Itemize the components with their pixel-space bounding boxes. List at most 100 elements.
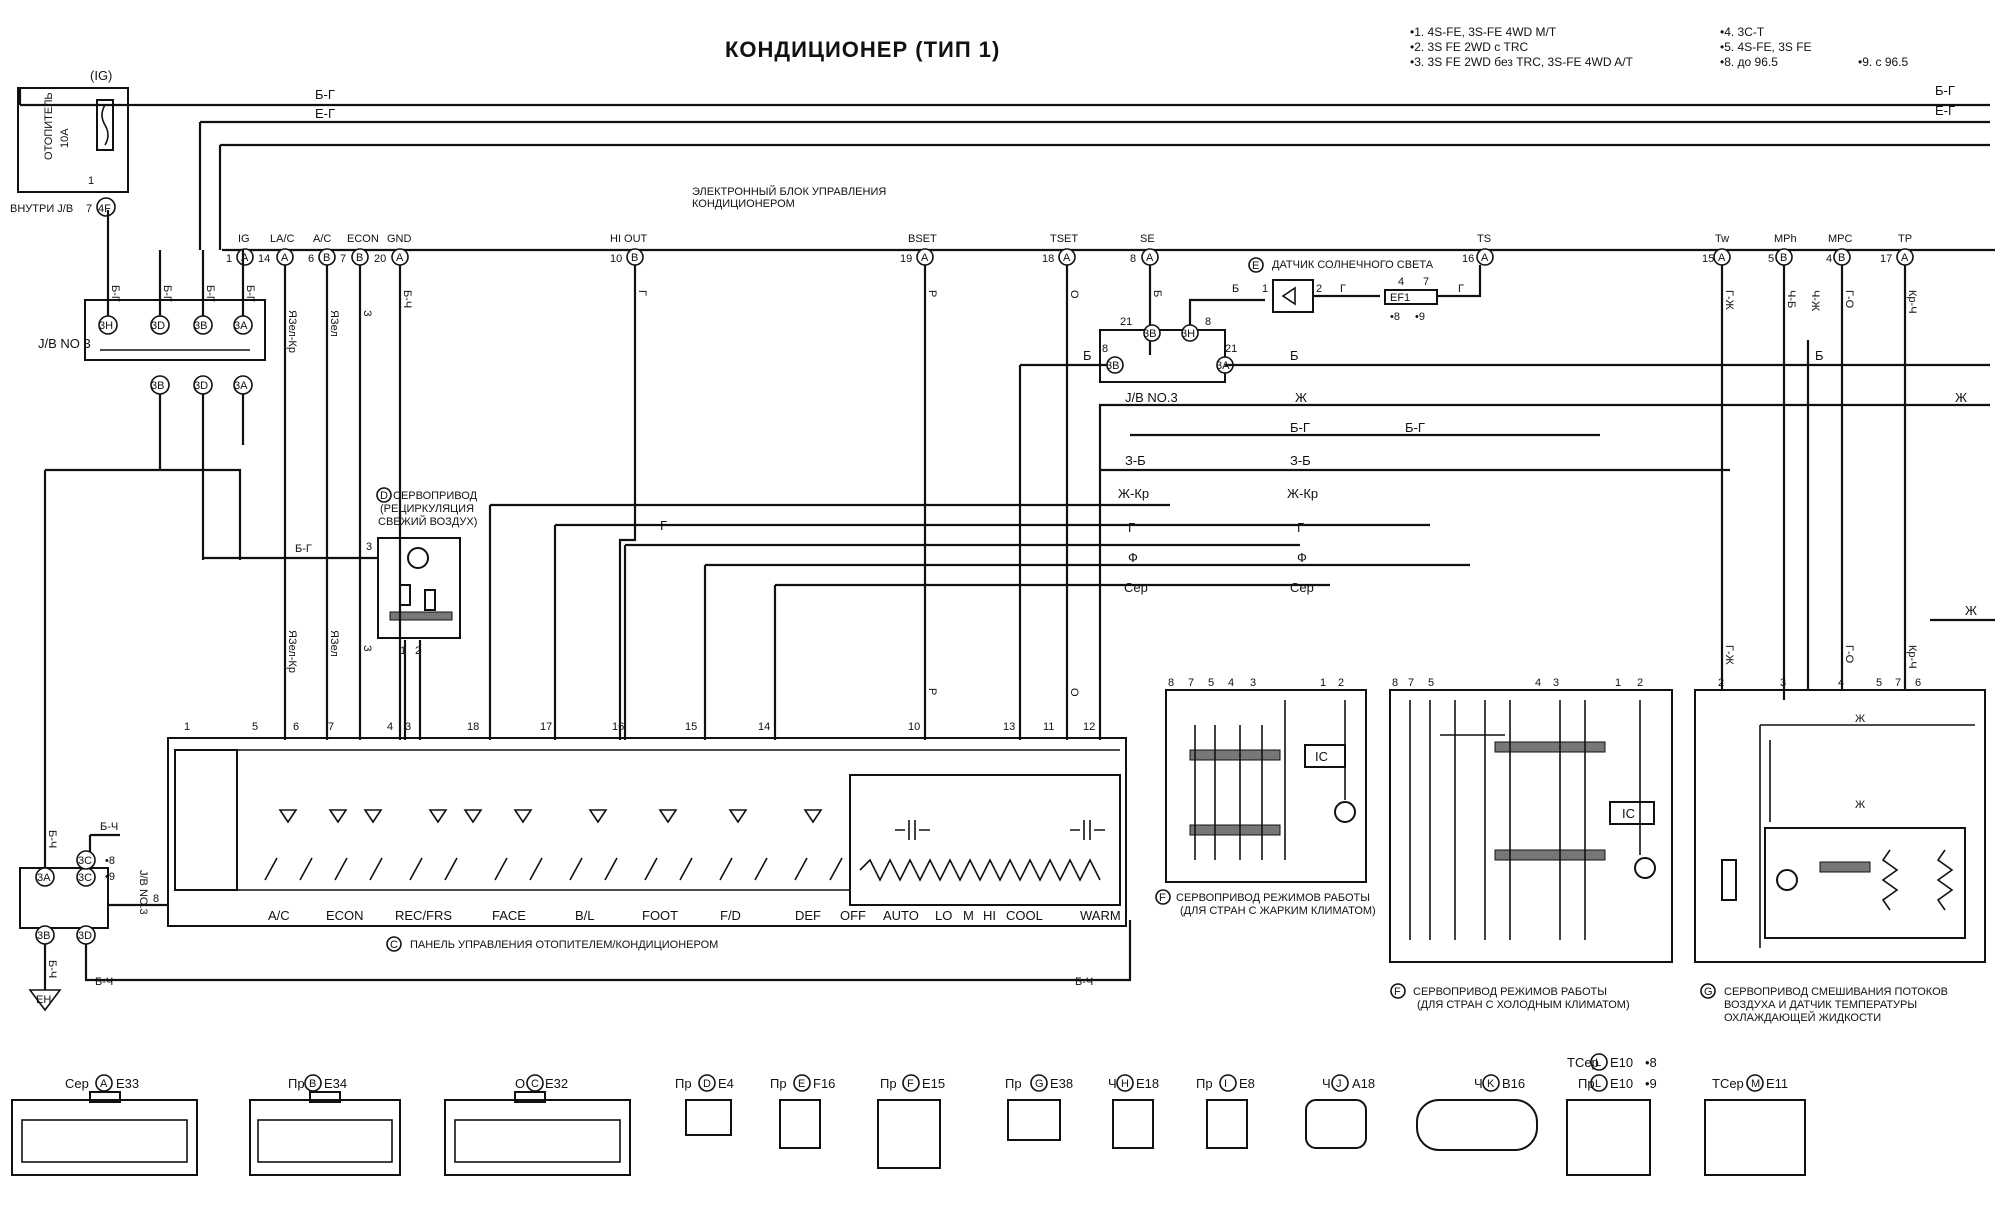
svg-text:3B: 3B <box>151 380 164 392</box>
svg-text:L: L <box>1595 1078 1601 1090</box>
svg-text:3C: 3C <box>78 872 92 884</box>
svg-text:K: K <box>1487 1078 1495 1090</box>
svg-text:TСер: TСер <box>1712 1076 1744 1091</box>
svg-text:J/B NO.3: J/B NO.3 <box>1125 390 1178 405</box>
svg-text:Ж: Ж <box>1955 390 1967 405</box>
svg-text:COOL: COOL <box>1006 908 1043 923</box>
svg-text:1: 1 <box>1615 677 1621 689</box>
connector-j: J Ч A18 <box>1305 1074 1375 1149</box>
svg-text:4: 4 <box>1826 253 1832 265</box>
svg-text:E4: E4 <box>718 1076 734 1091</box>
svg-text:3D: 3D <box>151 320 165 332</box>
svg-text:17: 17 <box>540 721 552 733</box>
svg-text:Г: Г <box>1128 520 1135 535</box>
svg-text:3C: 3C <box>78 855 92 867</box>
svg-text:Б-Г: Б-Г <box>1405 420 1425 435</box>
svg-text:1: 1 <box>1320 677 1326 689</box>
notes: •1. 4S-FE, 3S-FE 4WD M/T •2. 3S FE 2WD с… <box>1410 25 1909 69</box>
svg-text:B: B <box>323 252 330 264</box>
svg-text:•8: •8 <box>1390 311 1400 323</box>
connector-g: G Пр E38 <box>1005 1074 1073 1141</box>
svg-text:3H: 3H <box>1181 328 1195 340</box>
svg-text:4: 4 <box>1398 276 1404 288</box>
svg-text:•8. до 96.5: •8. до 96.5 <box>1720 55 1778 69</box>
svg-text:(РЕЦИРКУЛЯЦИЯ: (РЕЦИРКУЛЯЦИЯ <box>380 503 474 515</box>
svg-text:3: 3 <box>1553 677 1559 689</box>
svg-text:Пр: Пр <box>880 1076 897 1091</box>
svg-text:Б-Ч: Б-Ч <box>95 976 113 988</box>
svg-text:Пр: Пр <box>1005 1076 1022 1091</box>
svg-text:A/C: A/C <box>268 908 290 923</box>
svg-text:2: 2 <box>415 645 421 657</box>
svg-text:E10: E10 <box>1610 1076 1633 1091</box>
sun-sensor: E ДАТЧИК СОЛНЕЧНОГО СВЕТА 1 2 Г Б EF1 4 … <box>1232 257 1482 323</box>
connector-f: F Пр E15 <box>877 1074 945 1169</box>
svg-text:СЕРВОПРИВОД СМЕШИВАНИЯ ПОТОКОВ: СЕРВОПРИВОД СМЕШИВАНИЯ ПОТОКОВ <box>1724 986 1948 998</box>
svg-text:A: A <box>396 252 404 264</box>
svg-text:З: З <box>361 310 373 317</box>
svg-text:1: 1 <box>1262 283 1268 295</box>
svg-text:7: 7 <box>328 721 334 733</box>
svg-text:•8: •8 <box>105 855 115 867</box>
svg-text:EH: EH <box>36 994 51 1006</box>
svg-text:A: A <box>1063 252 1071 264</box>
svg-text:СЕРВОПРИВОД РЕЖИМОВ РАБОТЫ: СЕРВОПРИВОД РЕЖИМОВ РАБОТЫ <box>1413 986 1607 998</box>
svg-text:Г: Г <box>1458 283 1464 295</box>
svg-text:B: B <box>356 252 363 264</box>
svg-text:4: 4 <box>1535 677 1541 689</box>
svg-text:Г-Ж: Г-Ж <box>1723 645 1735 665</box>
svg-text:10: 10 <box>908 721 920 733</box>
svg-text:20: 20 <box>374 253 386 265</box>
svg-text:F/D: F/D <box>720 908 741 923</box>
svg-text:A: A <box>1146 252 1154 264</box>
svg-text:E32: E32 <box>545 1076 568 1091</box>
svg-text:B: B <box>309 1078 316 1090</box>
svg-text:2: 2 <box>1316 283 1322 295</box>
svg-text:IG: IG <box>238 233 250 245</box>
connector-b: B Пр E34 <box>249 1074 401 1176</box>
svg-text:12: 12 <box>1083 721 1095 733</box>
svg-text:7: 7 <box>1895 677 1901 689</box>
svg-text:DEF: DEF <box>795 908 821 923</box>
panel-switches <box>264 809 843 881</box>
fuse-heater: (IG) ОТОПИТЕЛЬ 10A 1 ВНУТРИ J/B 7 4F <box>10 68 129 217</box>
svg-text:ECON: ECON <box>326 908 364 923</box>
connector-legend: A Сер E33 B Пр E34 C O E32 D Пр E4 <box>11 1053 1806 1176</box>
svg-text:E33: E33 <box>116 1076 139 1091</box>
svg-text:16: 16 <box>1462 253 1474 265</box>
svg-text:З: З <box>361 645 373 652</box>
svg-text:6: 6 <box>293 721 299 733</box>
svg-text:7: 7 <box>340 253 346 265</box>
svg-text:3A: 3A <box>1216 360 1230 372</box>
svg-text:11: 11 <box>1043 721 1054 733</box>
svg-text:Сер: Сер <box>1290 580 1314 595</box>
svg-text:•9: •9 <box>1645 1076 1657 1091</box>
svg-text:M: M <box>1751 1078 1760 1090</box>
svg-text:Пр: Пр <box>675 1076 692 1091</box>
svg-text:TS: TS <box>1477 233 1491 245</box>
svg-text:8: 8 <box>1168 677 1174 689</box>
svg-text:F: F <box>1159 892 1166 904</box>
svg-text:Б-Г: Б-Г <box>161 285 173 302</box>
svg-text:7: 7 <box>86 203 92 215</box>
svg-text:A: A <box>281 252 289 264</box>
panel-pins: 1 5 6 7 4 3 18 17 16 15 14 10 13 11 12 8 <box>153 721 1095 905</box>
svg-text:4: 4 <box>387 721 393 733</box>
jb3-left: J/B NO 3 3H 3D 3B 3A 3B 3D 3A Б-Г Б-Г Б-… <box>38 210 266 560</box>
svg-text:A: A <box>1718 252 1726 264</box>
svg-text:ЯЗел: ЯЗел <box>328 310 340 337</box>
svg-text:5: 5 <box>1428 677 1434 689</box>
svg-text:3B: 3B <box>1143 328 1156 340</box>
svg-text:Ч: Ч <box>1108 1076 1117 1091</box>
svg-text:I: I <box>1224 1078 1227 1090</box>
svg-text:D: D <box>380 490 388 502</box>
svg-text:Б-Ч: Б-Ч <box>46 830 58 848</box>
svg-text:GND: GND <box>387 233 412 245</box>
svg-text:TSET: TSET <box>1050 233 1078 245</box>
svg-text:E34: E34 <box>324 1076 347 1091</box>
svg-text:D: D <box>703 1078 711 1090</box>
svg-text:1: 1 <box>184 721 190 733</box>
svg-text:Б-Ч: Б-Ч <box>401 290 413 308</box>
svg-text:MPC: MPC <box>1828 233 1853 245</box>
